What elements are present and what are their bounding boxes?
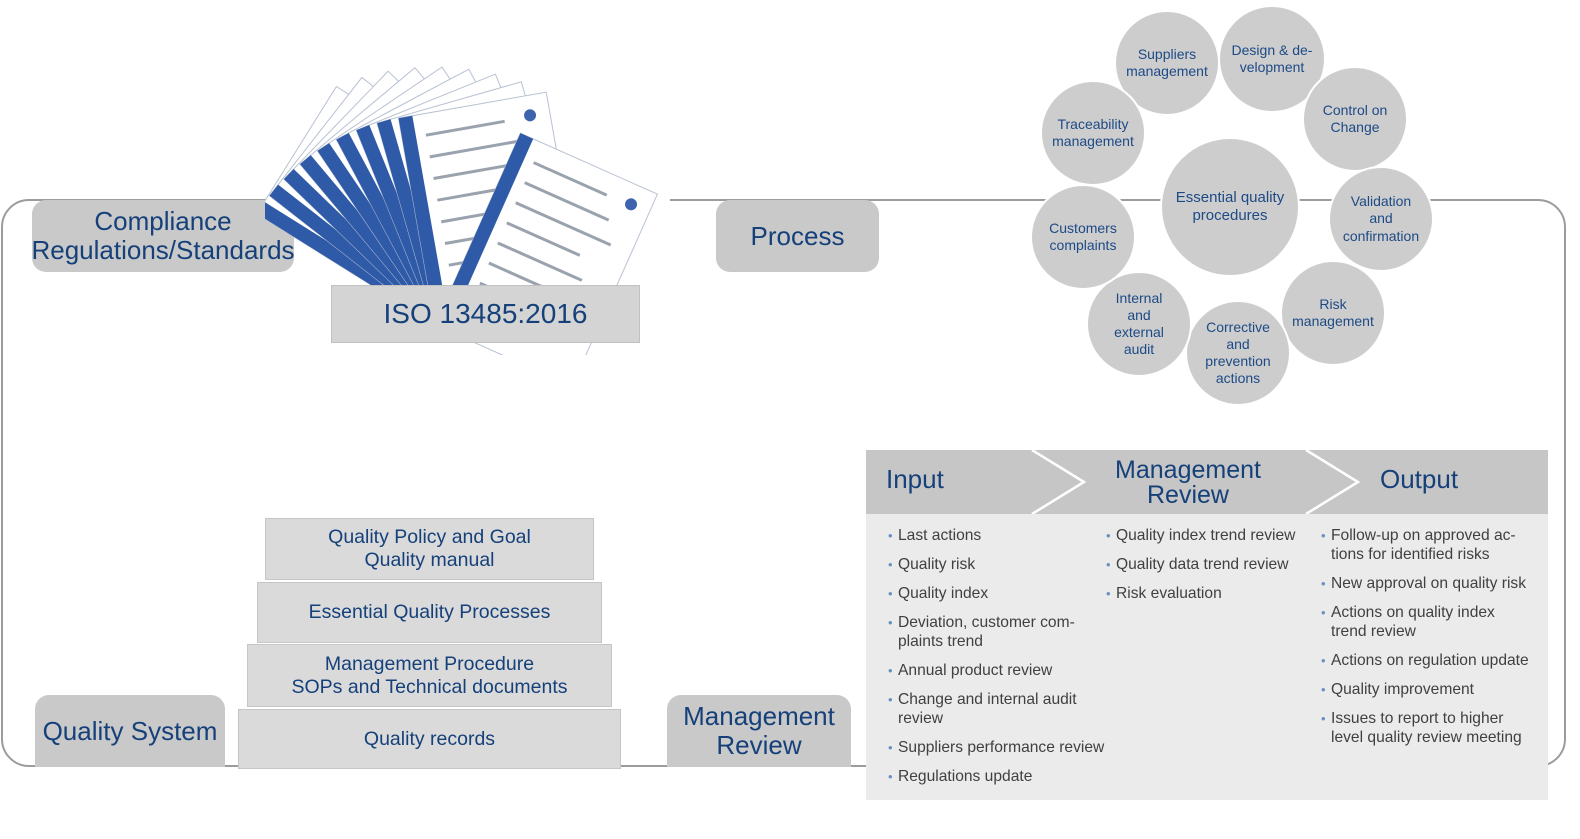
process-circle: Customers complaints	[1030, 184, 1136, 290]
process-circle-center: Essential quality procedures	[1160, 137, 1300, 277]
list-item: Actions on quality index trend review	[1321, 603, 1546, 641]
list-item: Quality index	[888, 584, 1108, 603]
review-review-list: Quality index trend review Quality data …	[1106, 526, 1316, 613]
list-item: Last actions	[888, 526, 1108, 545]
list-item: Quality index trend review	[1106, 526, 1316, 545]
process-circle: Validation and confirmation	[1328, 166, 1434, 272]
process-circle: Risk management	[1280, 260, 1386, 366]
list-item: Change and internal audit review	[888, 690, 1108, 728]
list-item: Quality improvement	[1321, 680, 1546, 699]
pyramid-step: Quality records	[238, 709, 621, 769]
process-circle: Corrective and prevention actions	[1185, 300, 1291, 406]
list-item: Annual product review	[888, 661, 1108, 680]
list-item: Regulations update	[888, 767, 1108, 786]
compliance-label: Compliance Regulations/Standards	[31, 200, 295, 272]
review-header-output: Output	[1380, 464, 1459, 494]
pyramid-step: Management Procedure SOPs and Technical …	[247, 644, 612, 707]
review-output-list: Follow-up on approved ac- tions for iden…	[1321, 526, 1546, 757]
quality-system-label: Quality System	[35, 695, 225, 767]
pyramid-step: Essential Quality Processes	[257, 582, 602, 643]
process-label: Process	[716, 200, 879, 272]
management-review-panel: Input Management Review Output Last acti…	[866, 450, 1548, 800]
review-header-chevrons	[866, 450, 1548, 514]
process-circle: Control on Change	[1302, 66, 1408, 172]
list-item: Deviation, customer com- plaints trend	[888, 613, 1108, 651]
review-header-input: Input	[886, 464, 944, 494]
review-input-list: Last actions Quality risk Quality index …	[888, 526, 1108, 796]
review-header-management-review: Management Review	[1115, 456, 1261, 509]
list-item: Quality data trend review	[1106, 555, 1316, 574]
list-item: Suppliers performance review	[888, 738, 1108, 757]
certificate-stack-image	[265, 66, 659, 355]
process-circle: Traceability management	[1040, 80, 1146, 186]
pyramid-step: Quality Policy and Goal Quality manual	[265, 518, 594, 580]
iso-standard-label: ISO 13485:2016	[331, 285, 640, 343]
list-item: Issues to report to higher level quality…	[1321, 709, 1546, 747]
process-circle: Suppliers management	[1114, 10, 1220, 116]
list-item: Actions on regulation update	[1321, 651, 1546, 670]
list-item: Quality risk	[888, 555, 1108, 574]
list-item: Risk evaluation	[1106, 584, 1316, 603]
list-item: New approval on quality risk	[1321, 574, 1546, 593]
list-item: Follow-up on approved ac- tions for iden…	[1321, 526, 1546, 564]
process-circle: Internal and external audit	[1086, 271, 1192, 377]
management-review-label: Management Review	[667, 695, 851, 767]
